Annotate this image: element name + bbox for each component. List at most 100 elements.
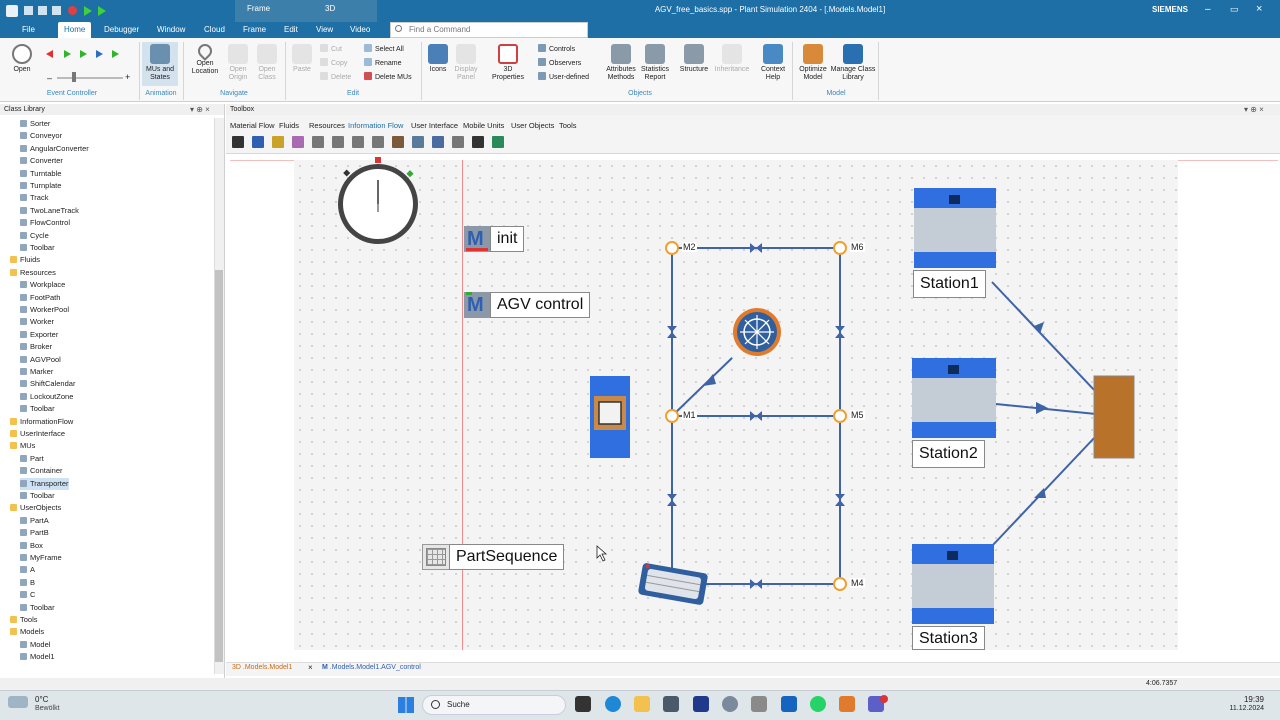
tree-item[interactable]: WorkerPool [20, 304, 69, 316]
open-class-button[interactable]: Open Class [254, 44, 280, 82]
redo-icon[interactable] [52, 6, 61, 15]
tab-material-flow[interactable]: Material Flow [230, 121, 275, 130]
toolbox-item-icon[interactable] [412, 136, 424, 148]
station3-icon[interactable] [912, 544, 994, 624]
tree-item[interactable]: PartA [20, 515, 49, 527]
tree-item[interactable]: Toolbar [20, 403, 55, 415]
reset-icon[interactable] [68, 6, 77, 15]
marker-icon[interactable] [833, 409, 847, 423]
source-object-icon[interactable] [590, 376, 630, 458]
toolbox-item-icon[interactable] [472, 136, 484, 148]
mus-and-states-button[interactable]: MUs and States [142, 42, 178, 86]
marker-icon[interactable] [833, 577, 847, 591]
tree-item[interactable]: A [20, 564, 35, 576]
l-app-icon[interactable] [693, 696, 709, 712]
settings-icon[interactable] [722, 696, 738, 712]
optimize-model-button[interactable]: Optimize Model [796, 44, 830, 82]
toolbox-item-icon[interactable] [272, 136, 284, 148]
controls-button[interactable]: Controls [538, 44, 575, 55]
inheritance-button[interactable]: Inheritance [712, 44, 752, 74]
menu-frame[interactable]: Frame [243, 25, 267, 34]
tree-item[interactable]: Marker [20, 366, 53, 378]
tree-item[interactable]: Worker [20, 316, 54, 328]
step-icon[interactable] [98, 6, 106, 16]
menu-cloud[interactable]: Cloud [204, 25, 225, 34]
marker-icon[interactable] [833, 241, 847, 255]
delete-mus-button[interactable]: Delete MUs [364, 72, 412, 83]
delete-button[interactable]: Delete [320, 72, 351, 83]
select-all-button[interactable]: Select All [364, 44, 404, 55]
scrollbar-thumb[interactable] [215, 270, 223, 662]
track-network[interactable] [671, 247, 1097, 585]
calculator-icon[interactable] [751, 696, 767, 712]
windows-start-icon[interactable] [398, 697, 414, 713]
find-command-input[interactable]: Find a Command [390, 22, 588, 38]
display-panel-button[interactable]: Display Panel [452, 44, 480, 82]
tree-item[interactable]: Track [20, 192, 48, 204]
open-location-button[interactable]: Open Location [188, 41, 222, 76]
station2-icon[interactable] [912, 358, 996, 438]
tree-folder[interactable]: UserInterface [10, 428, 65, 440]
tree-item[interactable]: Toolbar [20, 490, 55, 502]
maximize-icon[interactable]: ▭ [1230, 4, 1239, 14]
whatsapp-icon[interactable] [810, 696, 826, 712]
tree-item[interactable]: Exporter [20, 329, 58, 341]
edge-icon[interactable] [605, 696, 621, 712]
tree-item[interactable]: Turntable [20, 168, 61, 180]
plant-simulation-icon[interactable] [839, 696, 855, 712]
tree-item[interactable]: AGVPool [20, 354, 61, 366]
speed-slider-thumb[interactable] [72, 72, 76, 82]
toolbox-item-icon[interactable] [432, 136, 444, 148]
doctab-agv-control[interactable]: M .Models.Model1.AGV_control [322, 664, 421, 671]
single-step-icon[interactable] [96, 50, 103, 58]
tree-item[interactable]: C [20, 589, 35, 601]
statistics-report-button[interactable]: Statistics Report [640, 44, 670, 82]
menu-home[interactable]: Home [58, 22, 92, 38]
tree-item[interactable]: Broker [20, 341, 52, 353]
toolbox-item-icon[interactable] [452, 136, 464, 148]
tree-item[interactable]: ShiftCalendar [20, 378, 75, 390]
tab-resources[interactable]: Resources [309, 121, 345, 130]
tree-item[interactable]: Cycle [20, 230, 49, 242]
tree-item[interactable]: TwoLaneTrack [20, 205, 79, 217]
icons-button[interactable]: Icons [424, 44, 452, 74]
paste-button[interactable]: Paste [288, 44, 316, 74]
tree-item[interactable]: Converter [20, 155, 63, 167]
steering-wheel-object-icon[interactable] [733, 308, 781, 356]
tree-item[interactable]: Conveyor [20, 130, 62, 142]
toolbox-item-icon[interactable] [392, 136, 404, 148]
manage-class-library-button[interactable]: Manage Class Library [830, 44, 876, 82]
tab-tools[interactable]: Tools [559, 121, 577, 130]
event-controller-clock-icon[interactable] [338, 157, 418, 244]
tree-folder[interactable]: UserObjects [10, 502, 61, 514]
tree-item[interactable]: Turnplate [20, 180, 61, 192]
method-agv-control-icon[interactable]: M [464, 292, 490, 318]
toolbox-item-icon[interactable] [492, 136, 504, 148]
tree-folder[interactable]: Fluids [10, 254, 40, 266]
fast-forward-icon[interactable] [80, 50, 87, 58]
reset-icon[interactable] [46, 50, 53, 58]
tree-item[interactable]: B [20, 577, 35, 589]
taskbar-search[interactable]: Suche [422, 695, 566, 715]
tab-user-objects[interactable]: User Objects [511, 121, 555, 130]
step-end-icon[interactable] [112, 50, 119, 58]
speed-minus[interactable]: – [47, 73, 53, 83]
tab-mobile-units[interactable]: Mobile Units [463, 121, 505, 130]
start-stop-icon[interactable] [64, 50, 71, 58]
tree-folder[interactable]: Models [10, 626, 44, 638]
rename-button[interactable]: Rename [364, 58, 401, 69]
marker-icon[interactable] [665, 409, 679, 423]
panel-menu-icon[interactable]: ▾ ⊕ × [1244, 105, 1264, 114]
open-button[interactable]: Open [8, 44, 36, 74]
tree-item[interactable]: Model1 [20, 651, 55, 663]
tree-item[interactable]: FootPath [20, 292, 60, 304]
attributes-methods-button[interactable]: Attributes Methods [604, 44, 638, 82]
menu-view[interactable]: View [316, 25, 334, 34]
save-icon[interactable] [24, 6, 33, 15]
tree-item[interactable]: PartB [20, 527, 49, 539]
tree-item[interactable]: FlowControl [20, 217, 70, 229]
menu-edit[interactable]: Edit [284, 25, 298, 34]
weather-icon[interactable] [8, 696, 28, 708]
tree-folder[interactable]: Resources [10, 267, 56, 279]
speed-slider[interactable] [57, 77, 123, 79]
